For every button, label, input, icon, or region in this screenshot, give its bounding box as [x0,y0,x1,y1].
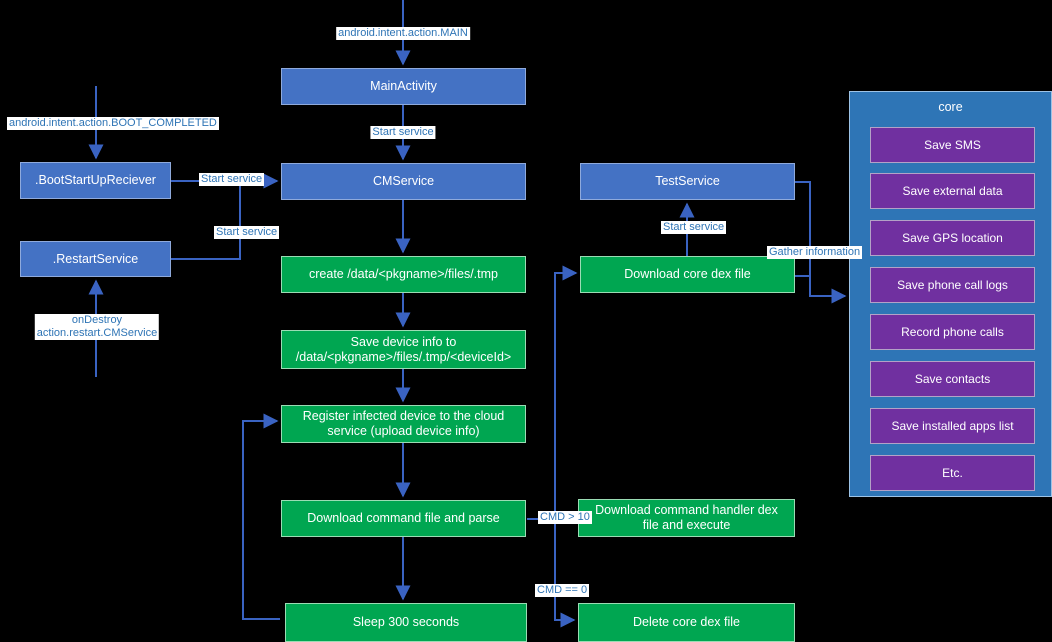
edge-label-start-service-boot: Start service [199,173,265,186]
node-delete-core-dex: Delete core dex file [578,603,795,642]
core-item-save-installed-apps: Save installed apps list [870,408,1035,444]
connector-sleep-loop-to-register [242,413,280,620]
core-panel-title: core [938,100,963,114]
edge-label-intent-action-main: android.intent.action.MAIN [336,27,470,40]
connector-testservice-to-core-panel [795,181,847,304]
edge-label-start-service-main: Start service [370,126,436,139]
edge-label-ondestroy: onDestroy action.restart.CMService [34,314,160,340]
node-sleep: Sleep 300 seconds [285,603,527,642]
node-save-device-info: Save device info to /data/<pkgname>/file… [281,330,526,369]
node-download-core-dex: Download core dex file [580,256,795,293]
core-item-save-external-data: Save external data [870,173,1035,209]
node-cmservice: CMService [281,163,526,200]
edge-label-start-service-test: Start service [661,221,727,234]
connector-cmd-to-download-core-dex [554,265,578,519]
edge-label-boot-completed: android.intent.action.BOOT_COMPLETED [7,117,219,130]
node-bootstartupreciever: .BootStartUpReciever [20,162,171,199]
connector-restart-to-cmservice [171,182,241,260]
core-item-save-sms: Save SMS [870,127,1035,163]
node-download-handler-dex: Download command handler dex file and ex… [578,499,795,537]
edge-label-start-service-restart: Start service [214,226,280,239]
core-panel: core Save SMS Save external data Save GP… [849,91,1052,497]
core-item-save-gps-location: Save GPS location [870,220,1035,256]
node-restartservice: .RestartService [20,241,171,277]
node-testservice: TestService [580,163,795,200]
node-create-tmp: create /data/<pkgname>/files/.tmp [281,256,526,293]
core-item-save-contacts: Save contacts [870,361,1035,397]
connector-cmd-to-delete-core-dex [554,519,576,628]
edge-label-cmd-eq-0: CMD == 0 [535,584,590,597]
core-item-save-phone-call-logs: Save phone call logs [870,267,1035,303]
core-item-record-phone-calls: Record phone calls [870,314,1035,350]
node-register-device: Register infected device to the cloud se… [281,405,526,443]
core-item-etc: Etc. [870,455,1035,491]
edge-label-cmd-gt-10: CMD > 10 [538,511,592,524]
edge-label-gather-information: Gather information [767,246,863,259]
node-download-command: Download command file and parse [281,500,526,537]
node-mainactivity: MainActivity [281,68,526,105]
